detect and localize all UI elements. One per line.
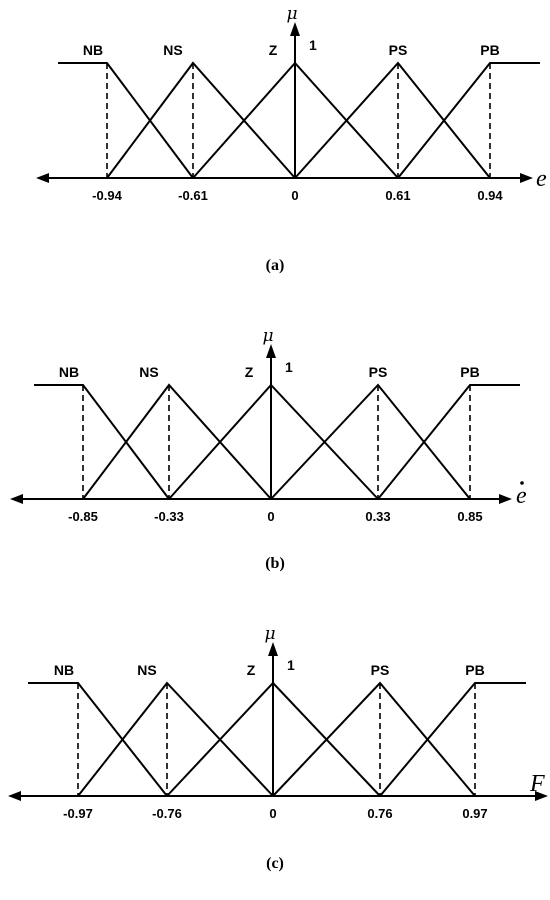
panel-caption: (a) xyxy=(266,257,285,274)
mf-pb xyxy=(377,384,520,500)
mf-ps xyxy=(272,681,476,797)
set-label-ps: PS xyxy=(389,42,408,58)
tick-label: 0.94 xyxy=(477,188,503,203)
mf-ps xyxy=(294,61,491,179)
mf-pb xyxy=(397,62,540,179)
mu-label: μ xyxy=(286,4,297,24)
set-label-nb: NB xyxy=(83,42,103,58)
peak-label: 1 xyxy=(285,359,293,375)
axis-arrow-right xyxy=(535,791,548,801)
tick-label: 0.61 xyxy=(385,188,410,203)
mu-label: μ xyxy=(262,326,273,346)
variable-label: e xyxy=(536,166,547,192)
peak-label: 1 xyxy=(287,657,295,673)
mu-axis-arrow xyxy=(268,642,278,656)
axis-arrow-right xyxy=(520,173,533,183)
axis-arrow-left xyxy=(10,494,23,504)
panel-caption: (b) xyxy=(265,555,285,572)
set-label-ns: NS xyxy=(139,364,158,380)
tick-label: 0.85 xyxy=(457,509,482,524)
variable-label: e xyxy=(516,483,527,509)
variable-label: F xyxy=(529,771,545,797)
mu-label: μ xyxy=(264,624,275,644)
tick-label: -0.97 xyxy=(63,806,93,821)
mf-ns xyxy=(106,61,296,179)
axis-arrow-right xyxy=(499,494,512,504)
panel-b: μ1 NB NS Z PS PB -0.85 -0.33 0 0.33 0.85 e (b) xyxy=(10,326,527,572)
set-label-pb: PB xyxy=(460,364,479,380)
set-label-z: Z xyxy=(245,364,254,380)
tick-label: 0 xyxy=(267,509,274,524)
mf-z xyxy=(168,383,379,500)
tick-label: -0.33 xyxy=(154,509,184,524)
mf-ns xyxy=(77,681,274,797)
tick-label: -0.76 xyxy=(152,806,182,821)
tick-label: 0.76 xyxy=(367,806,392,821)
panel-c: μ1 NB NS Z PS PB -0.97 -0.76 0 0.76 0.97 F (c) xyxy=(8,624,548,872)
mf-nb xyxy=(58,62,194,179)
peak-label: 1 xyxy=(309,37,317,53)
tick-label: -0.94 xyxy=(92,188,122,203)
set-label-ps: PS xyxy=(369,364,388,380)
set-label-pb: PB xyxy=(465,662,484,678)
set-label-ns: NS xyxy=(137,662,156,678)
mf-nb xyxy=(28,682,168,797)
set-label-z: Z xyxy=(247,662,256,678)
mu-axis-arrow xyxy=(266,344,276,358)
mf-pb xyxy=(379,682,526,797)
mf-ps xyxy=(270,383,471,500)
set-label-ns: NS xyxy=(163,42,182,58)
tick-label: 0 xyxy=(291,188,298,203)
set-label-z: Z xyxy=(269,42,278,58)
tick-label: -0.85 xyxy=(68,509,98,524)
mf-ns xyxy=(82,383,272,500)
axis-arrow-left xyxy=(8,791,21,801)
mu-axis-arrow xyxy=(290,22,300,36)
tick-label: 0.97 xyxy=(462,806,487,821)
set-label-pb: PB xyxy=(480,42,499,58)
mf-nb xyxy=(34,384,170,500)
set-label-nb: NB xyxy=(59,364,79,380)
tick-label: -0.61 xyxy=(178,188,208,203)
tick-label: 0 xyxy=(269,806,276,821)
tick-label: 0.33 xyxy=(365,509,390,524)
set-label-ps: PS xyxy=(371,662,390,678)
panel-caption: (c) xyxy=(266,855,284,872)
panel-a: μ1 NB NS Z PS PB -0.94 -0.61 0 0.61 0.94 e (a) xyxy=(36,4,547,274)
set-label-nb: NB xyxy=(54,662,74,678)
variable-dot xyxy=(520,481,524,485)
axis-arrow-left xyxy=(36,173,49,183)
